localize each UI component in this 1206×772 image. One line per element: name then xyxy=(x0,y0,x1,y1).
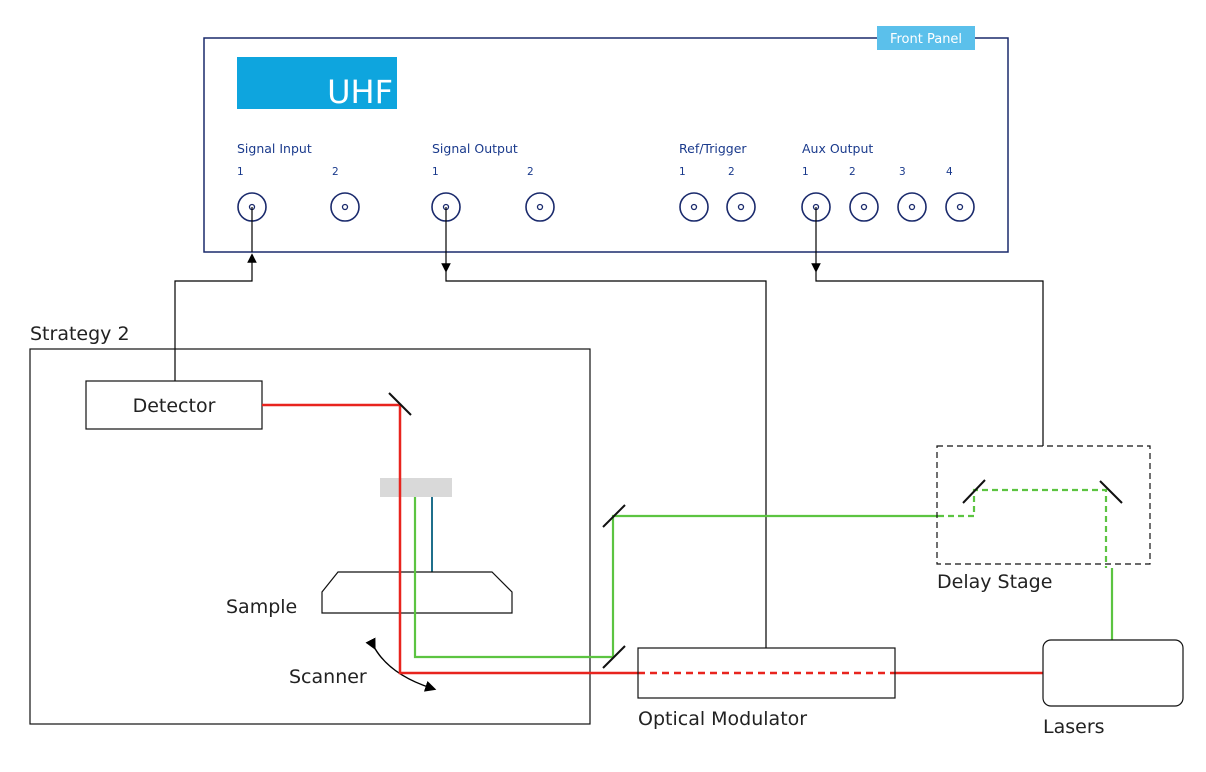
mirror-upper-green xyxy=(602,504,626,528)
scanner-label: Scanner xyxy=(289,666,367,688)
green-beam-delay-path xyxy=(938,488,1108,568)
front-panel-tag-background xyxy=(877,26,975,50)
group-label-ref-trigger: Ref/Trigger xyxy=(679,141,747,156)
uhf-logo-block xyxy=(237,57,397,109)
sample-label: Sample xyxy=(226,596,297,618)
port-number-signal-input-2: 2 xyxy=(332,166,339,178)
strategy-box xyxy=(29,348,591,725)
uhf-logo: UHF xyxy=(327,73,393,111)
delay-stage-box xyxy=(936,445,1151,565)
optical-modulator-box xyxy=(637,647,896,699)
bnc-connector-signal-output-2[interactable] xyxy=(525,192,555,222)
bnc-connector-aux-output-2[interactable] xyxy=(849,192,879,222)
probe-holder xyxy=(380,478,452,497)
scanner-arrow-icon xyxy=(365,637,437,692)
port-number-aux-output-4: 4 xyxy=(946,166,953,178)
cable-signal-output-to-modulator xyxy=(445,270,767,648)
strategy-label: Strategy 2 xyxy=(30,323,130,345)
port-number-ref-trigger-2: 2 xyxy=(728,166,735,178)
mirror-delay-left xyxy=(962,479,986,504)
delay-stage-label: Delay Stage xyxy=(937,571,1052,593)
mirror-delay-right xyxy=(1099,480,1123,504)
port-number-aux-output-3: 3 xyxy=(899,166,906,178)
port-number-signal-output-2: 2 xyxy=(527,166,534,178)
mirror-lower-green xyxy=(602,645,626,669)
bnc-connector-aux-output-4[interactable] xyxy=(945,192,975,222)
sample-stage xyxy=(321,571,513,614)
front-panel: Front Panel UHF Signal Input Signal Outp… xyxy=(203,26,1009,253)
port-number-signal-output-1: 1 xyxy=(432,166,439,178)
port-number-aux-output-1: 1 xyxy=(802,166,809,178)
port-number-ref-trigger-1: 1 xyxy=(679,166,686,178)
cable-aux-output-to-delay-stage xyxy=(815,270,1044,446)
port-number-signal-input-1: 1 xyxy=(237,166,244,178)
group-label-signal-output: Signal Output xyxy=(432,141,518,156)
red-beam-path xyxy=(262,403,638,675)
bnc-connector-ref-trigger-1[interactable] xyxy=(679,192,709,222)
detector-label: Detector xyxy=(133,395,216,417)
bnc-connector-ref-trigger-2[interactable] xyxy=(726,192,756,222)
bnc-connector-aux-output-3[interactable] xyxy=(897,192,927,222)
bnc-connector-signal-input-2[interactable] xyxy=(330,192,360,222)
lasers-label: Lasers xyxy=(1043,716,1105,738)
group-label-signal-input: Signal Input xyxy=(237,141,312,156)
port-number-aux-output-2: 2 xyxy=(849,166,856,178)
cable-detector-to-signal-input xyxy=(174,253,257,381)
front-panel-tag: Front Panel xyxy=(890,32,962,47)
lasers-box xyxy=(1042,639,1184,707)
optical-modulator-label: Optical Modulator xyxy=(638,708,807,730)
mirror-top xyxy=(388,392,412,416)
detector-box xyxy=(85,380,263,430)
group-label-aux-output: Aux Output xyxy=(802,141,873,156)
